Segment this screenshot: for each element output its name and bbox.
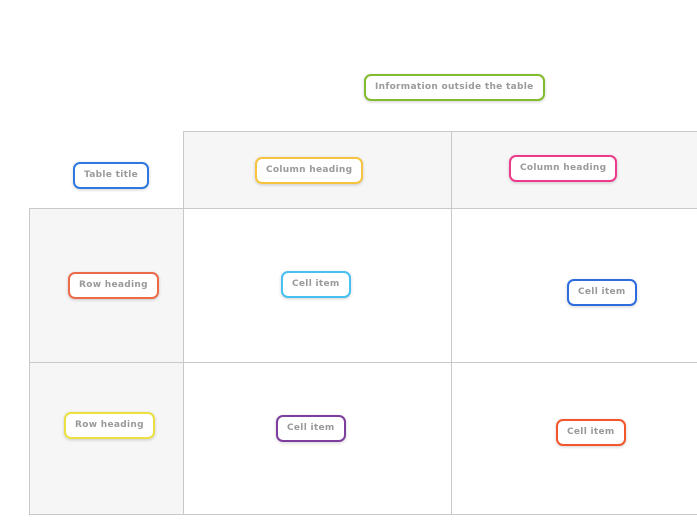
outside-info-label: Information outside the table <box>364 74 545 101</box>
grid-line-column-2 <box>451 131 452 514</box>
column-heading-label-1: Column heading <box>255 157 364 184</box>
cell-item-label-3: Cell item <box>276 415 346 442</box>
grid-line-row-1 <box>29 208 697 209</box>
cell-item-label-4: Cell item <box>556 419 626 446</box>
grid-line-header-top <box>183 131 697 132</box>
column-heading-label-2: Column heading <box>509 155 618 182</box>
grid-line-column-1 <box>183 131 184 514</box>
grid-line-left <box>29 208 30 514</box>
row-heading-label-1: Row heading <box>68 272 159 299</box>
row-heading-column-shading <box>29 208 183 514</box>
grid-line-row-2 <box>29 362 697 363</box>
row-heading-label-2: Row heading <box>64 412 155 439</box>
cell-item-label-2: Cell item <box>567 279 637 306</box>
cell-item-label-1: Cell item <box>281 271 351 298</box>
table-title-label: Table title <box>73 162 149 189</box>
grid-line-bottom <box>29 514 697 515</box>
